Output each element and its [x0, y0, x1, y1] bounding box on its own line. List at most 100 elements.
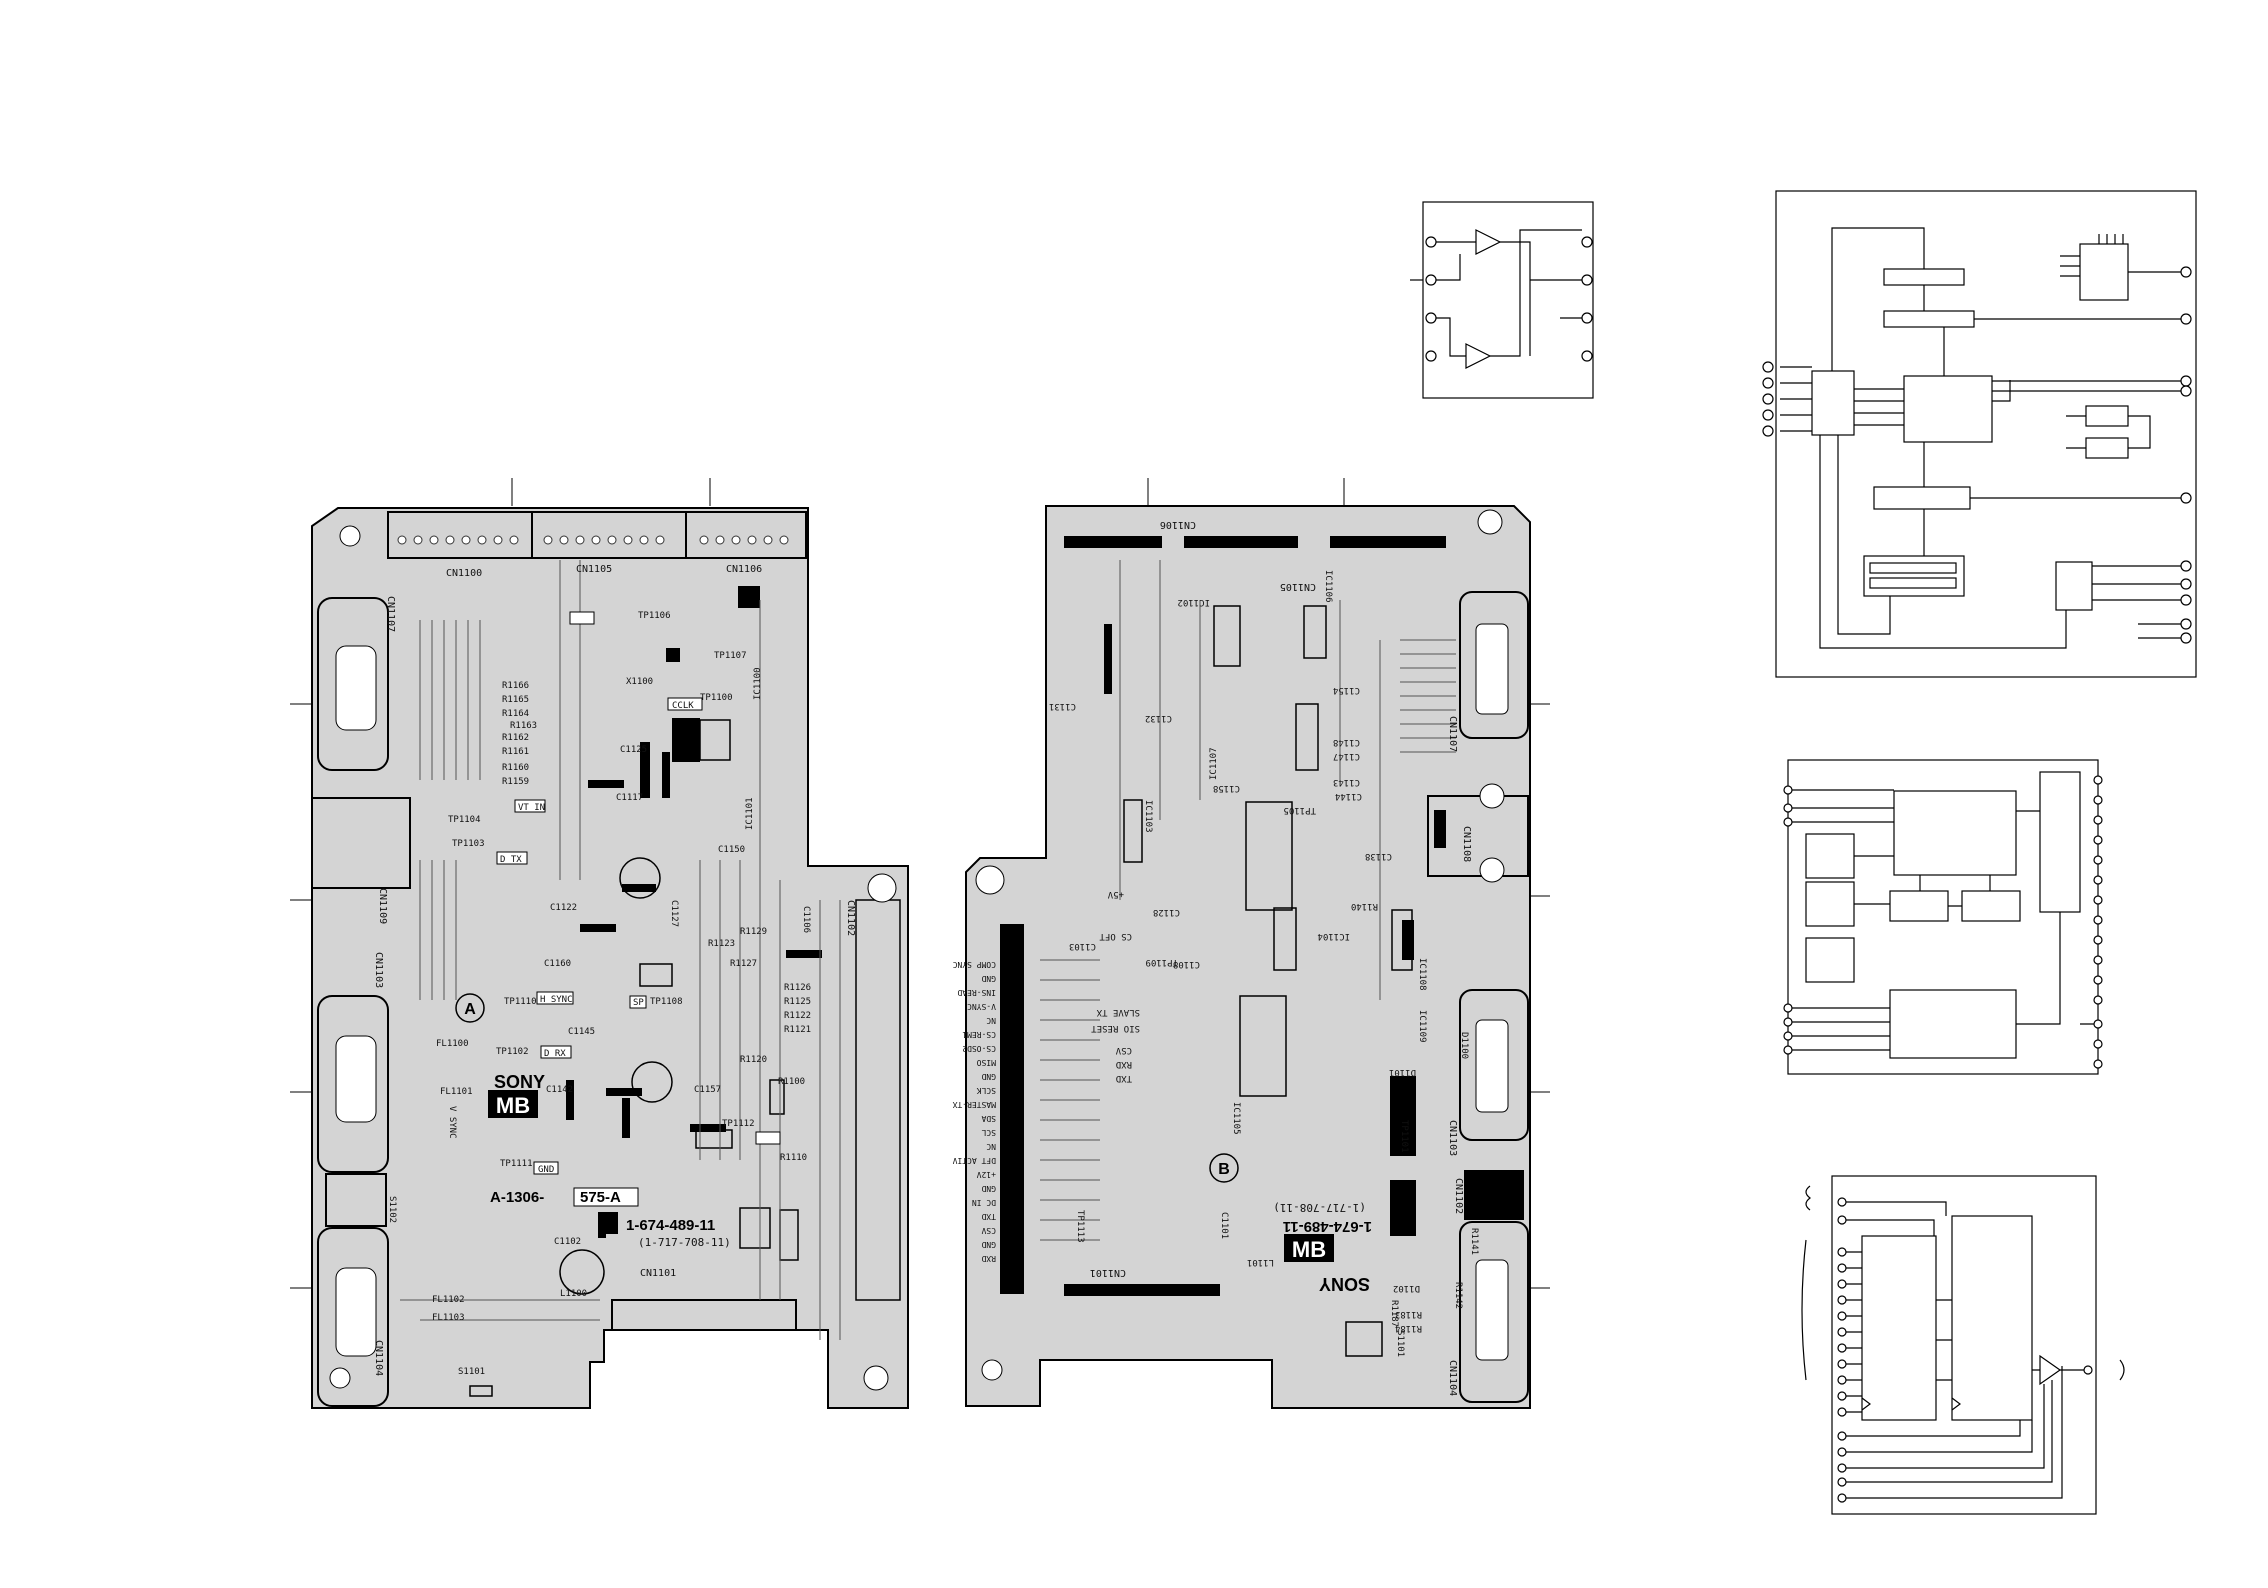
switch-s1102 — [325, 1173, 387, 1227]
label-ic1104: IC1104 — [1317, 931, 1350, 941]
label-c1102: C1102 — [554, 1237, 581, 1247]
label-cn1105: CN1105 — [576, 564, 612, 575]
label-r1164: R1164 — [502, 709, 529, 719]
label-fl1100: FL1100 — [436, 1039, 469, 1049]
label-c1154: C1154 — [1333, 685, 1360, 695]
label-c1144: C1144 — [1335, 791, 1362, 801]
label-tp1108: TP1108 — [650, 997, 683, 1007]
label-l1101: L1101 — [1247, 1257, 1274, 1267]
connector-cn1104 — [1459, 1221, 1529, 1403]
label-gnd: GND — [538, 1165, 554, 1175]
connector-cn1105 — [1184, 536, 1298, 548]
pin-label: GND — [981, 974, 996, 983]
label-c1158: C1158 — [1213, 783, 1240, 793]
label-x1100: X1100 — [626, 677, 653, 687]
label-c1106: C1106 — [801, 906, 811, 933]
label-b-cn1106: CN1106 — [1160, 519, 1196, 530]
label-r1183: R1183 — [1395, 1309, 1422, 1319]
label-ic1108: IC1108 — [1417, 958, 1427, 991]
register-block-diagram — [1801, 1175, 2125, 1515]
label-cn1100: CN1100 — [446, 568, 482, 579]
board-b-board-number: 1-674-489-11 — [1283, 1218, 1372, 1235]
label-r1160: R1160 — [502, 763, 529, 773]
pcb-board-a: A SONY MB A-1306- 575-A 1-674-489-11 (1-… — [311, 507, 909, 1409]
label-ic1109: IC1109 — [1417, 1010, 1427, 1043]
pin-label: TXD — [981, 1212, 996, 1221]
label-sioreset: SIO RESET — [1091, 1023, 1140, 1033]
board-a-logo-letters: MB — [496, 1093, 530, 1118]
label-r1166: R1166 — [502, 681, 529, 691]
label-tp1109: TP1109 — [1145, 957, 1178, 967]
label-tp1106: TP1106 — [638, 611, 671, 621]
board-b-sub-number: (1-717-708-11) — [1273, 1201, 1366, 1214]
label-c1108: C1108 — [1173, 959, 1200, 969]
label-c1125: C1125 — [620, 745, 647, 755]
pin-label: SCL — [981, 1128, 996, 1137]
label-ic1107: IC1107 — [1209, 747, 1219, 780]
label-c1148: C1148 — [1333, 737, 1360, 747]
board-a-sub-number: (1-717-708-11) — [638, 1236, 731, 1249]
label-r1141: R1141 — [1469, 1228, 1479, 1255]
label-ic1103: IC1103 — [1143, 800, 1153, 833]
label-tp1102: TP1102 — [496, 1047, 529, 1057]
label-c1122: C1122 — [550, 903, 577, 913]
label-s1101: S1101 — [458, 1367, 485, 1377]
connector-cn1108 — [1427, 795, 1529, 877]
pin-label: MASTER-TX — [952, 1100, 996, 1109]
label-b-cn1102: CN1102 — [1453, 1178, 1464, 1214]
label-rxd: RXD — [1116, 1059, 1132, 1069]
label-d1100: D1100 — [1459, 1032, 1469, 1059]
pin-label: SCLK — [977, 1086, 996, 1095]
label-cn1106: CN1106 — [726, 564, 762, 575]
buffer-icon — [1465, 343, 1492, 369]
label-tp1103: TP1103 — [452, 839, 485, 849]
label-tp1104: TP1104 — [448, 815, 481, 825]
label-sp: SP — [633, 998, 644, 1008]
label-r1100: R1100 — [778, 1077, 805, 1087]
label-b-cn1103: CN1103 — [1447, 1120, 1458, 1156]
label-c1147: C1147 — [1333, 751, 1360, 761]
label-vsync: V SYNC — [447, 1106, 457, 1139]
label-b-cn1104: CN1104 — [1447, 1360, 1458, 1396]
board-a-logo — [488, 1090, 538, 1118]
pin-label: GND — [981, 1072, 996, 1081]
label-csoft: CS OFT — [1099, 931, 1132, 941]
label-r1123: R1123 — [708, 939, 735, 949]
connector-cn1103 — [1459, 989, 1529, 1141]
label-c1160: C1160 — [544, 959, 571, 969]
board-b-brand: SONY — [1319, 1274, 1370, 1294]
label-cclk: CCLK — [672, 701, 694, 711]
pin-label: CS-REM1 — [962, 1030, 996, 1039]
label-c1132: C1132 — [1145, 713, 1172, 723]
label-r1159: R1159 — [502, 777, 529, 787]
label-csv: CSV — [1115, 1045, 1132, 1055]
label-b-cn1108: CN1108 — [1461, 826, 1472, 862]
label-cn1102: CN1102 — [845, 900, 856, 936]
label-ic1101: IC1101 — [745, 797, 755, 830]
label-ic1102: IC1102 — [1177, 597, 1210, 607]
label-r1126: R1126 — [784, 983, 811, 993]
pin-label: MISO — [977, 1058, 996, 1067]
pin-label: CS-OSD2 — [962, 1044, 996, 1053]
label-b-cn1105: CN1105 — [1280, 581, 1316, 592]
connector-cn1102-left — [1000, 924, 1024, 1294]
connector-cn1103 — [317, 995, 389, 1173]
pin-label: INS-READ — [957, 988, 996, 997]
label-fl1102: FL1102 — [432, 1295, 465, 1305]
label-fl1103: FL1103 — [432, 1313, 465, 1323]
label-fl1101: FL1101 — [440, 1087, 473, 1097]
label-c1143: C1143 — [1333, 777, 1360, 787]
pin-label: DFT ACTIV — [952, 1156, 996, 1165]
connector-cn1104 — [317, 1227, 389, 1407]
pin-label: NC — [986, 1142, 996, 1151]
label-r1129: R1129 — [740, 927, 767, 937]
io-block-diagram — [1783, 759, 2103, 1075]
pin-label: GND — [981, 1184, 996, 1193]
label-c1142: C1142 — [546, 1085, 573, 1095]
label-dtx: D TX — [500, 855, 522, 865]
label-cn1109: CN1109 — [377, 888, 388, 924]
label-d1102: D1102 — [1393, 1283, 1420, 1293]
label-r1142: R1142 — [1453, 1282, 1463, 1309]
pin-label: RXD — [981, 1254, 996, 1263]
label-c1131: C1131 — [1049, 701, 1076, 711]
